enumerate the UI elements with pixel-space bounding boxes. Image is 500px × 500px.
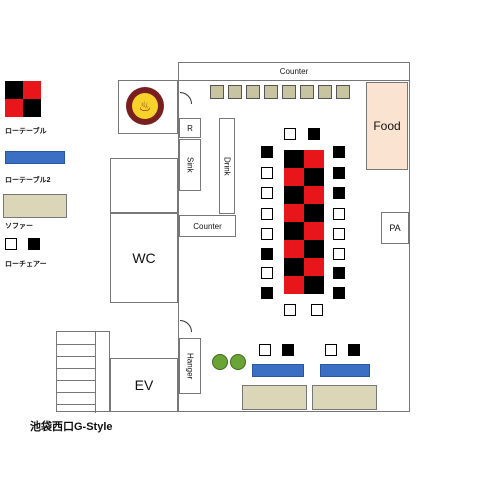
chair — [333, 187, 345, 199]
low-table-2 — [320, 364, 370, 377]
chair — [261, 146, 273, 158]
venue-name: 池袋西口G-Style — [30, 421, 113, 433]
legend-low-chair-label: ローチェアー — [5, 261, 47, 268]
legend-sofa-label: ソファー — [5, 223, 33, 230]
counter-mid-label: Counter — [193, 221, 222, 231]
onsen-icon: ♨ — [126, 87, 164, 125]
sofa — [242, 385, 307, 410]
chair — [261, 228, 273, 240]
chair — [333, 287, 345, 299]
room-pa-label: PA — [389, 223, 401, 233]
chair — [259, 344, 271, 356]
room-food: Food — [366, 82, 408, 170]
legend-low-table-label: ローテーブル — [5, 128, 47, 135]
sofa — [312, 385, 377, 410]
counter-top-label: Counter — [279, 67, 309, 76]
chair — [284, 128, 296, 140]
chair — [333, 208, 345, 220]
room-r-label: R — [187, 123, 193, 133]
chair — [282, 344, 294, 356]
counter-top: Counter — [178, 62, 410, 81]
legend-low-table-2-swatch — [5, 151, 65, 164]
legend-low-table-swatch — [5, 81, 41, 117]
counter-mid: Counter — [179, 215, 236, 237]
chair — [325, 344, 337, 356]
room-sink-label: Sink — [185, 157, 195, 173]
chair — [333, 248, 345, 260]
chair — [284, 304, 296, 316]
chair — [261, 208, 273, 220]
room-ev-label: EV — [134, 377, 154, 393]
chair — [261, 167, 273, 179]
room-hanger-label: Hanger — [185, 352, 195, 380]
room-sink: Sink — [179, 139, 201, 191]
top-sofa-seats — [210, 85, 360, 101]
plant-icon — [212, 354, 228, 370]
chair — [261, 267, 273, 279]
chair — [261, 248, 273, 260]
left-corridor — [110, 158, 178, 213]
central-table — [284, 150, 324, 294]
chair — [333, 167, 345, 179]
chair — [333, 228, 345, 240]
chair — [261, 187, 273, 199]
room-food-label: Food — [373, 119, 401, 133]
entrance-box — [118, 80, 178, 134]
room-drink: Drink — [219, 118, 235, 214]
legend-chair-black-swatch — [28, 238, 40, 250]
legend: ローテーブル ローテーブル2 ソファー ローチェアー — [0, 75, 80, 275]
plant-icon — [230, 354, 246, 370]
legend-sofa-swatch — [3, 194, 67, 218]
room-r: R — [179, 118, 201, 138]
chair — [308, 128, 320, 140]
room-hanger: Hanger — [179, 338, 201, 394]
chair — [311, 304, 323, 316]
room-drink-label: Drink — [222, 156, 232, 176]
room-pa: PA — [381, 212, 409, 244]
room-wc: WC — [110, 213, 178, 303]
legend-low-table-2-label: ローテーブル2 — [5, 177, 51, 184]
legend-chair-white-swatch — [5, 238, 17, 250]
room-wc-label: WC — [132, 250, 156, 266]
chair — [348, 344, 360, 356]
low-table-2 — [252, 364, 304, 377]
chair — [261, 287, 273, 299]
chair — [333, 146, 345, 158]
room-ev: EV — [110, 358, 178, 412]
stairs — [56, 331, 110, 413]
chair — [333, 267, 345, 279]
